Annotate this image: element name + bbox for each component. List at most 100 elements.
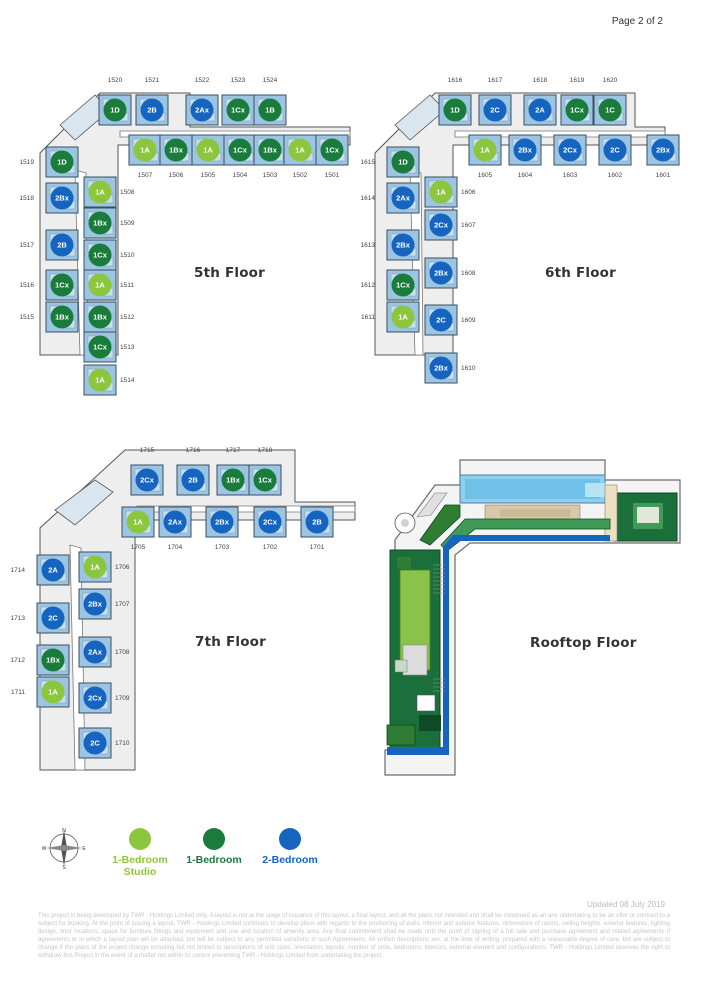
unit-type-badge (221, 468, 245, 492)
unit-type-badge (391, 186, 415, 210)
unit-type-badge (88, 305, 112, 329)
unit-number-label: 1522 (195, 77, 210, 84)
unit-1506: 1Bx (159, 134, 193, 166)
unit-number-label: 1503 (263, 172, 278, 179)
unit-type-label: 1Cx (325, 146, 340, 155)
unit-number-label: 1604 (518, 172, 533, 179)
unit-type-badge (88, 273, 112, 297)
unit-number-label: 1710 (115, 740, 130, 747)
unit-type-badge (83, 555, 107, 579)
unit-type-label: 2A (535, 106, 545, 115)
floor-plan-5th-drawing: 1D15202B15212Ax15221Cx15231B15241A15071B… (20, 77, 351, 396)
unit-1702: 2Cx (253, 506, 287, 538)
unit-type-label: 2B (57, 241, 67, 250)
unit-type-label: 1Bx (55, 313, 70, 322)
unit-1704: 2Ax (158, 506, 192, 538)
unit-number-label: 1509 (120, 220, 135, 227)
unit-type-label: 2Bx (396, 241, 411, 250)
unit-1601: 2Bx (646, 134, 680, 166)
unit-type-label: 1Bx (226, 476, 241, 485)
unit-type-label: 2Ax (168, 518, 183, 527)
unit-number-label: 1504 (233, 172, 248, 179)
unit-number-label: 1617 (488, 77, 503, 84)
unit-1517: 2B (45, 229, 79, 261)
unit-type-label: 1Bx (46, 656, 61, 665)
unit-number-label: 1717 (226, 447, 241, 454)
legend-two-bedroom-dot (279, 828, 301, 850)
unit-1605: 1A (468, 134, 502, 166)
unit-type-label: 2C (48, 614, 58, 623)
unit-type-label: 1A (133, 518, 143, 527)
unit-1508: 1A (83, 176, 117, 208)
unit-number-label: 1609 (461, 317, 476, 324)
unit-type-badge (164, 138, 188, 162)
unit-type-badge (598, 98, 622, 122)
unit-1505: 1A (191, 134, 225, 166)
unit-number-label: 1524 (263, 77, 278, 84)
unit-1615: 1D (386, 146, 420, 178)
floor-plan-7th-drawing: 2Cx17152B17161Bx17171Cx17181A17052Ax1704… (11, 447, 356, 771)
unit-number-label: 1708 (115, 649, 130, 656)
unit-1521: 2B (135, 94, 169, 126)
unit-number-label: 1610 (461, 365, 476, 372)
unit-type-badge (429, 308, 453, 332)
unit-1610: 2Bx (424, 352, 458, 384)
unit-type-label: 1A (295, 146, 305, 155)
rooftop-drawing (384, 459, 681, 776)
unit-type-badge (50, 186, 74, 210)
unit-number-label: 1605 (478, 172, 493, 179)
floor-plan-rooftop: Rooftop Floor (375, 455, 705, 785)
floor-title-rooftop: Rooftop Floor (530, 635, 637, 651)
unit-number-label: 1613 (361, 242, 376, 249)
unit-number-label: 1716 (186, 447, 201, 454)
unit-type-label: 2Bx (215, 518, 230, 527)
unit-type-label: 1A (480, 146, 490, 155)
unit-number-label: 1712 (11, 657, 26, 664)
unit-type-badge (103, 98, 127, 122)
unit-1518: 2Bx (45, 182, 79, 214)
unit-type-badge (258, 510, 282, 534)
unit-type-badge (88, 335, 112, 359)
unit-number-label: 1507 (138, 172, 153, 179)
legend-one-bedroom-label: 1-Bedroom (186, 854, 242, 866)
unit-type-badge (210, 510, 234, 534)
unit-1611: 1A (386, 301, 420, 333)
unit-type-badge (391, 150, 415, 174)
compass-south-label: S (62, 865, 66, 870)
unit-number-label: 1508 (120, 189, 135, 196)
unit-type-badge (83, 592, 107, 616)
unit-number-label: 1711 (11, 689, 25, 696)
unit-number-label: 1718 (258, 447, 273, 454)
unit-type-label: 1A (95, 281, 105, 290)
unit-1606: 1A (424, 176, 458, 208)
unit-1617: 2C (478, 94, 512, 126)
unit-number-label: 1502 (293, 172, 308, 179)
unit-type-label: 2Cx (563, 146, 578, 155)
unit-type-badge (565, 98, 589, 122)
unit-number-label: 1615 (361, 159, 376, 166)
unit-number-label: 1516 (20, 282, 35, 289)
unit-type-badge (305, 510, 329, 534)
unit-type-badge (50, 305, 74, 329)
unit-type-label: 1C (605, 106, 615, 115)
unit-type-label: 1A (90, 563, 100, 572)
page-number: Page 2 of 2 (611, 16, 663, 27)
unit-type-label: 1A (436, 188, 446, 197)
unit-number-label: 1704 (168, 544, 183, 551)
unit-1620: 1C (593, 94, 627, 126)
unit-type-label: 1A (140, 146, 150, 155)
unit-1709: 2Cx (78, 682, 112, 714)
unit-1523: 1Cx (221, 94, 255, 126)
unit-type-label: 1A (48, 688, 58, 697)
unit-type-label: 1B (265, 106, 275, 115)
unit-type-label: 1A (203, 146, 213, 155)
unit-number-label: 1715 (140, 447, 155, 454)
unit-1509: 1Bx (83, 207, 117, 239)
unit-type-label: 2Bx (518, 146, 533, 155)
unit-type-label: 2B (188, 476, 198, 485)
unit-type-badge (135, 468, 159, 492)
unit-1718: 1Cx (248, 464, 282, 496)
unit-type-badge (429, 261, 453, 285)
unit-1616: 1D (438, 94, 472, 126)
legend-studio-line1: 1-Bedroom (112, 854, 168, 866)
